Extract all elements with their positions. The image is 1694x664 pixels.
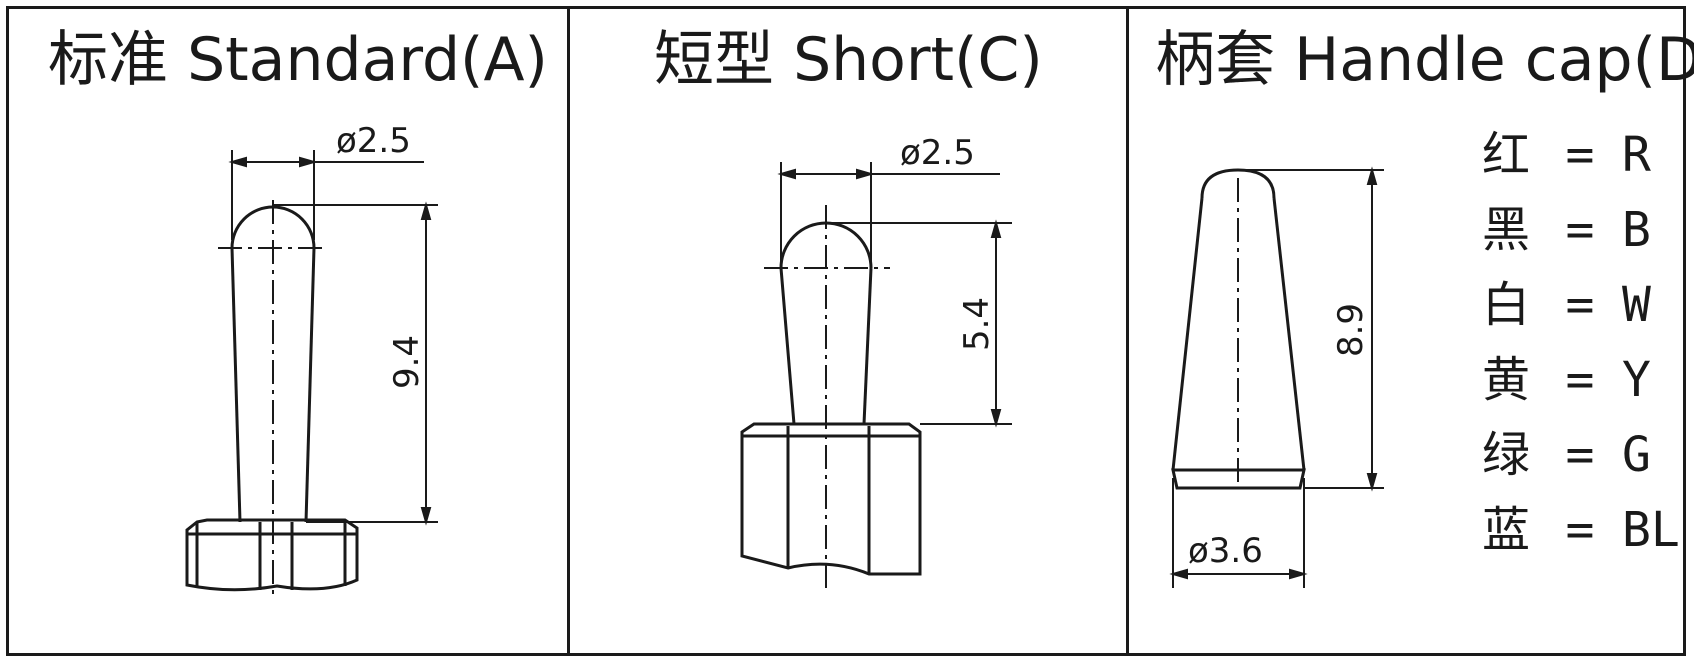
short-diameter-label: ø2.5 [900, 133, 975, 173]
panel-divider-1 [567, 6, 570, 656]
legend-row-black: 黑 = B [1482, 202, 1651, 258]
legend-color-name: 蓝 [1482, 502, 1531, 558]
standard-dimension-lines [228, 150, 438, 526]
legend-row-yellow: 黄 = Y [1482, 352, 1651, 408]
legend-code: BL [1622, 502, 1680, 558]
legend-color-name: 黑 [1482, 202, 1531, 258]
legend-color-name: 绿 [1482, 427, 1531, 483]
legend-equals: = [1565, 502, 1595, 558]
legend-equals: = [1565, 352, 1595, 408]
legend-row-green: 绿 = G [1482, 427, 1651, 483]
handle-cap-dimension-lines [1169, 166, 1384, 588]
panel-title-handle-cap: 柄套 Handle cap(D) [1155, 25, 1694, 95]
legend-color-name: 红 [1482, 127, 1531, 183]
short-dimension-lines [777, 162, 1012, 428]
legend-equals: = [1565, 202, 1595, 258]
panel-title-standard: 标准 Standard(A) [48, 25, 548, 95]
legend-code: W [1622, 277, 1651, 333]
panel-title-short: 短型 Short(C) [654, 25, 1043, 95]
handle-cap-diameter-label: ø3.6 [1188, 531, 1263, 571]
short-lever-outline [740, 221, 922, 576]
legend-equals: = [1565, 277, 1595, 333]
standard-centerlines [218, 200, 328, 600]
outer-frame [6, 6, 1686, 656]
legend-row-red: 红 = R [1482, 127, 1651, 183]
standard-diameter-label: ø2.5 [336, 121, 411, 161]
handle-cap-height-label: 8.9 [1331, 303, 1371, 357]
standard-height-label: 9.4 [387, 335, 427, 389]
legend-row-blue: 蓝 = BL [1482, 502, 1680, 558]
legend-equals: = [1565, 127, 1595, 183]
short-height-label: 5.4 [957, 297, 997, 351]
legend-code: B [1622, 202, 1651, 258]
panel-divider-2 [1126, 6, 1129, 656]
legend-code: R [1622, 127, 1651, 183]
short-centerlines [764, 205, 890, 588]
legend-code: Y [1622, 352, 1651, 408]
legend-code: G [1622, 427, 1651, 483]
standard-lever-outline [185, 205, 359, 592]
legend-row-white: 白 = W [1482, 277, 1651, 333]
legend-equals: = [1565, 427, 1595, 483]
legend-color-name: 黄 [1482, 352, 1531, 408]
legend-color-name: 白 [1482, 277, 1531, 333]
